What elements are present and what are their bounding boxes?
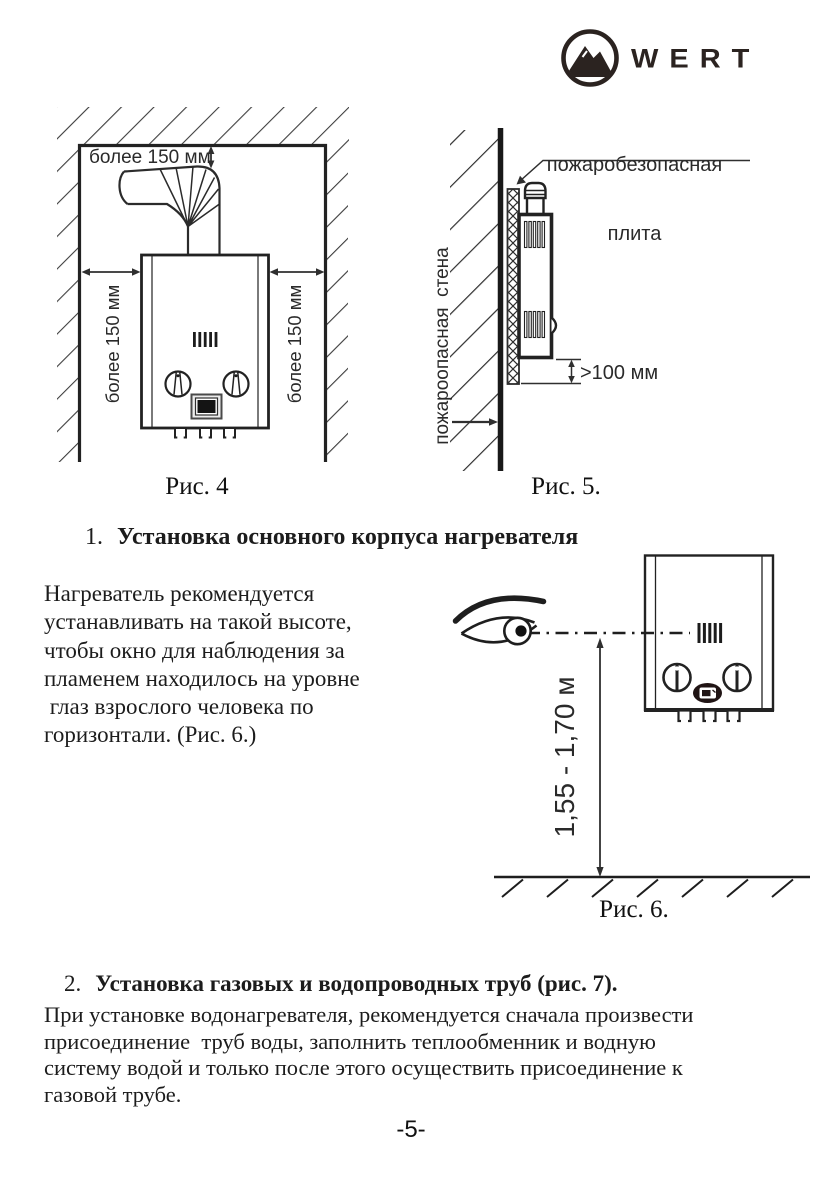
section1-heading: 1. Установка основного корпуса нагревател… (85, 524, 578, 551)
mountain-logo-icon (561, 29, 619, 87)
plate-leader-line (516, 159, 750, 185)
fig4-caption: Рис. 4 (165, 473, 229, 500)
fig6-height-label: 1,55 - 1,70 м (549, 676, 580, 838)
fig4-top-clearance-label: более 150 мм (89, 147, 211, 168)
paragraph-line: горизонтали. (Рис. 6.) (44, 722, 257, 748)
flue-elbow (118, 165, 221, 255)
section2-title: Установка газовых и водопроводных труб (… (95, 971, 618, 996)
fig5-plate-label-line2: плита (607, 223, 662, 245)
top-clearance-arrow (207, 146, 215, 169)
fig6-caption: Рис. 6. (599, 896, 669, 923)
eye-icon (452, 595, 547, 646)
section2-paragraph: При установке водонагревателя, рекоменду… (44, 1002, 693, 1108)
heater-side-drawing (517, 181, 558, 360)
paragraph-line: присоединение труб воды, заполнить тепло… (44, 1028, 656, 1054)
pipe-stubs (677, 709, 741, 723)
fig5-wall-label: пожароопасная стена (432, 247, 453, 445)
wall-pointer-arrow (452, 418, 498, 426)
section1-paragraph: Нагреватель рекомендуется устанавливать … (44, 580, 360, 750)
section2-number: 2. (64, 971, 82, 996)
fig4-right-clearance-label: более 150 мм (284, 284, 305, 404)
paragraph-line: устанавливать на такой высоте, (44, 609, 352, 635)
paragraph-line: систему водой и только после этого осуще… (44, 1055, 683, 1081)
louver-slits (697, 623, 723, 643)
paragraph-line: пламенем находилось на уровне (44, 665, 360, 691)
ground-line (494, 875, 810, 898)
section1-number: 1. (85, 524, 103, 550)
side-knob-bump (550, 316, 558, 335)
hatched-niche-walls (57, 107, 349, 462)
pipe-stubs (174, 427, 236, 440)
heater-front-drawing (140, 253, 270, 440)
louver-slits (193, 332, 218, 347)
page-number: -5- (396, 1116, 426, 1143)
figure-4-drawing (57, 107, 349, 462)
fig5-caption: Рис. 5. (531, 473, 601, 500)
paragraph-line: газовой трубе. (44, 1081, 182, 1107)
paragraph-line: глаз взрослого человека по (44, 694, 314, 720)
fig5-plate-label: пожаробезопасная плита (527, 108, 742, 292)
observation-window-oval (693, 683, 722, 703)
control-knobs (662, 662, 752, 693)
figure-5-drawing (450, 128, 750, 471)
hatched-fire-wall (450, 128, 504, 471)
brand-name: WERT (631, 43, 761, 74)
brand-logo: WERT (558, 26, 808, 92)
figure-6-drawing (452, 554, 810, 898)
control-knobs (164, 370, 250, 398)
section1-title: Установка основного корпуса нагревателя (117, 524, 579, 550)
side-clearance-arrows (81, 268, 325, 276)
paragraph-line: чтобы окно для наблюдения за (44, 637, 345, 663)
paragraph-line: При установке водонагревателя, рекоменду… (44, 1002, 694, 1027)
section2-heading: 2. Установка газовых и водопроводных труб… (64, 971, 618, 997)
paragraph-line: Нагреватель рекомендуется (44, 581, 315, 606)
bottom-clearance-dimension (521, 358, 581, 385)
side-louvers (523, 220, 546, 339)
fig5-gap-label: >100 мм (580, 362, 659, 384)
fig4-left-clearance-label: более 150 мм (102, 284, 123, 404)
fig5-plate-label-line1: пожаробезопасная (546, 154, 723, 176)
height-dimension-line (596, 637, 604, 877)
observation-window (190, 393, 223, 420)
